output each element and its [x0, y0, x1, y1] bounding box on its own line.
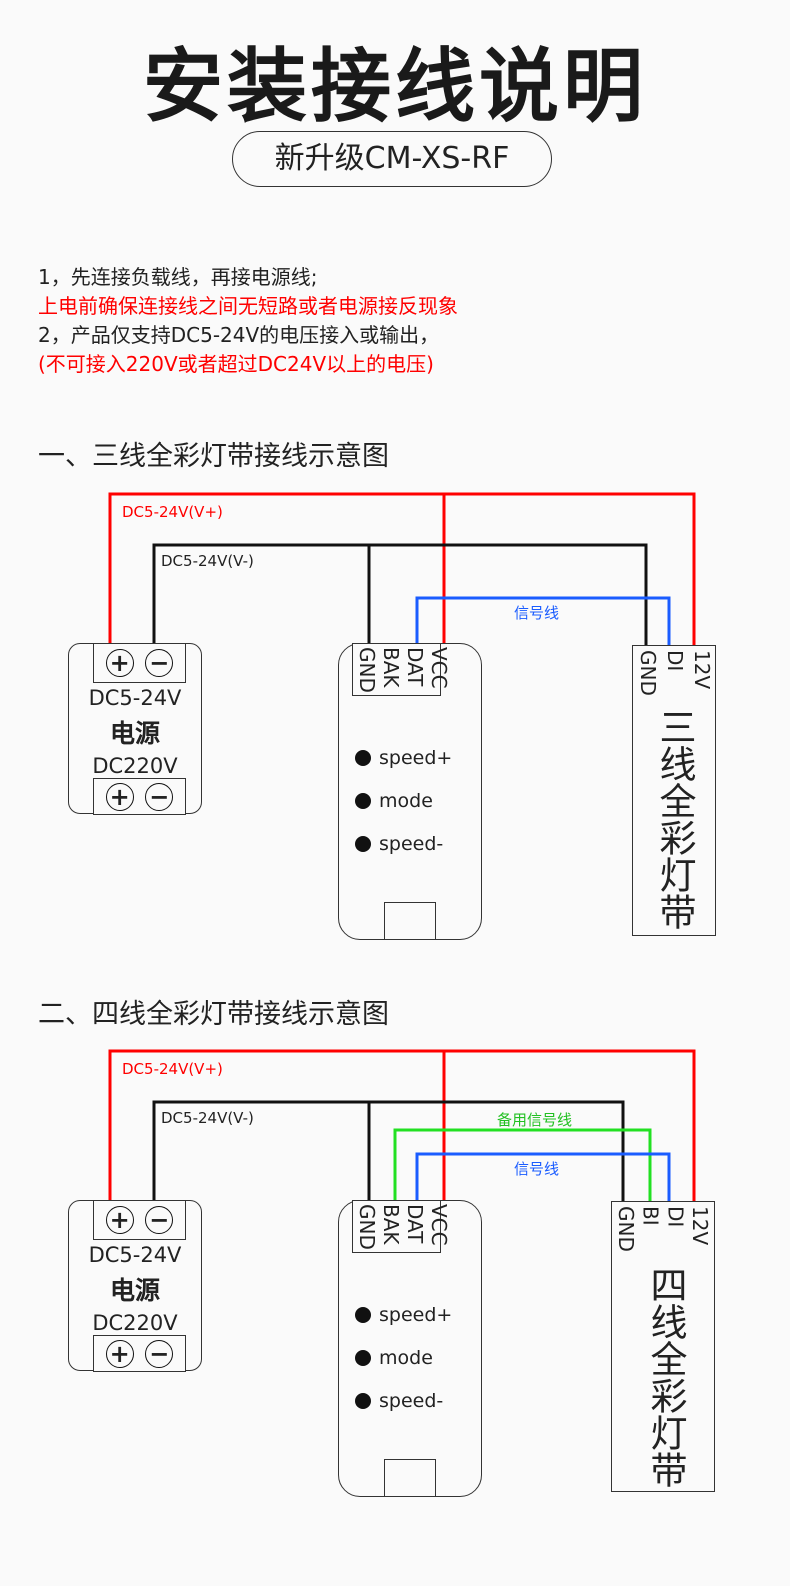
plus-icon: + — [105, 1206, 134, 1234]
pin-gnd: GND — [614, 1206, 638, 1252]
pin-gnd: GND — [355, 647, 379, 693]
wire-backup-signal-2 — [393, 1128, 652, 1201]
plus-icon: + — [105, 649, 134, 677]
strip-name: 四线全彩灯带 — [644, 1266, 687, 1488]
wire-signal-1 — [415, 596, 671, 645]
section-heading-2: 二、四线全彩灯带接线示意图 — [38, 999, 389, 1030]
section-heading-1: 一、三线全彩灯带接线示意图 — [38, 441, 389, 472]
output-terminal-1: + − — [93, 643, 186, 683]
led-strip-1: GND DI 12V 三线全彩灯带 — [632, 645, 716, 936]
minus-icon: − — [145, 1339, 174, 1368]
usb-port — [384, 1459, 436, 1497]
power-output-label: DC5-24V — [88, 686, 182, 710]
pin-bi: BI — [638, 1206, 663, 1226]
minus-icon: − — [145, 1206, 174, 1234]
usb-port — [384, 902, 436, 940]
pin-gnd: GND — [636, 650, 660, 696]
plus-icon: + — [105, 782, 134, 811]
power-name: 电源 — [109, 719, 160, 748]
controller-pin-header-1: GND BAK DAT VCC — [352, 643, 451, 696]
speed-minus-button[interactable]: speed- — [355, 833, 443, 855]
plus-icon: + — [105, 1339, 134, 1368]
input-terminal-1: + − — [93, 778, 186, 815]
pin-gnd: GND — [355, 1204, 379, 1250]
speed-plus-button[interactable]: speed+ — [355, 1304, 452, 1326]
controller-pin-header-2: GND BAK DAT VCC — [352, 1200, 451, 1253]
wire-vplus-2 — [108, 1049, 696, 1201]
button-dot-icon — [355, 750, 371, 766]
button-dot-icon — [355, 836, 371, 852]
vplus-label-1: DC5-24V(V+) — [122, 503, 223, 521]
note-1: 1，先连接负载线，再接电源线; — [38, 265, 318, 289]
backup-signal-label-2: 备用信号线 — [497, 1111, 573, 1129]
pin-di: DI — [663, 1206, 688, 1228]
minus-icon: − — [145, 782, 174, 811]
speed-minus-button[interactable]: speed- — [355, 1390, 443, 1412]
note-2: 2，产品仅支持DC5-24V的电压接入或输出， — [38, 323, 440, 347]
signal-label-2: 信号线 — [514, 1160, 560, 1178]
power-input-label: DC220V — [92, 1311, 178, 1335]
wire-vminus-2 — [152, 1100, 625, 1201]
power-input-label: DC220V — [92, 754, 178, 778]
button-dot-icon — [355, 793, 371, 809]
model-badge: 新升级CM-XS-RF — [232, 131, 552, 187]
pin-bak: BAK — [379, 1204, 403, 1245]
mode-button[interactable]: mode — [355, 790, 433, 812]
pin-vcc: VCC — [427, 1204, 451, 1246]
pin-di: DI — [663, 650, 687, 672]
speed-plus-button[interactable]: speed+ — [355, 747, 452, 769]
pin-bak: BAK — [379, 647, 403, 688]
minus-icon: − — [145, 649, 174, 677]
pin-12v: 12V — [690, 650, 714, 690]
pin-vcc: VCC — [427, 647, 451, 689]
led-strip-2: GND BI DI 12V 四线全彩灯带 — [611, 1201, 715, 1492]
wire-signal-2 — [415, 1152, 671, 1201]
power-output-label: DC5-24V — [88, 1243, 182, 1267]
vplus-label-2: DC5-24V(V+) — [122, 1060, 223, 1078]
note-warning-2: (不可接入220V或者超过DC24V以上的电压) — [38, 352, 434, 376]
mode-button[interactable]: mode — [355, 1347, 433, 1369]
button-dot-icon — [355, 1393, 371, 1409]
vminus-label-1: DC5-24V(V-) — [161, 552, 254, 570]
strip-name: 三线全彩灯带 — [653, 708, 696, 930]
strip-pins: GND DI 12V — [636, 650, 714, 698]
vminus-label-2: DC5-24V(V-) — [161, 1109, 254, 1127]
wire-vminus-1 — [152, 543, 648, 645]
button-dot-icon — [355, 1350, 371, 1366]
pin-dat: DAT — [403, 1204, 427, 1244]
input-terminal-2: + − — [93, 1335, 186, 1372]
wire-vplus-1 — [108, 492, 696, 645]
signal-label-1: 信号线 — [514, 604, 560, 622]
power-name: 电源 — [109, 1276, 160, 1305]
button-dot-icon — [355, 1307, 371, 1323]
pin-12v: 12V — [687, 1206, 712, 1246]
pin-dat: DAT — [403, 647, 427, 687]
note-warning-1: 上电前确保连接线之间无短路或者电源接反现象 — [38, 294, 458, 318]
output-terminal-2: + − — [93, 1200, 186, 1240]
page-title: 安装接线说明 — [143, 40, 647, 133]
strip-pins: GND BI DI 12V — [614, 1206, 712, 1258]
